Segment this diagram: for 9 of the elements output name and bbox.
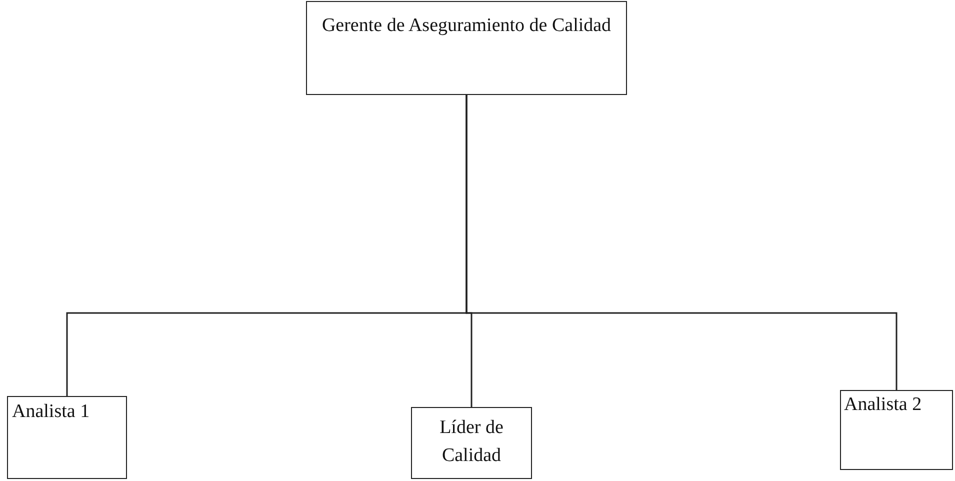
position-title: Analista 2 [844,393,923,417]
position-box [840,390,953,470]
connector-line [466,95,898,390]
position-title: Analista 1 [12,400,91,424]
position-box [7,396,127,479]
position-title: Líder de Calidad [438,416,504,468]
position-title: Gerente de Aseguramiento de Calidad [320,14,612,38]
position-box [306,1,627,95]
position-box [411,407,532,479]
